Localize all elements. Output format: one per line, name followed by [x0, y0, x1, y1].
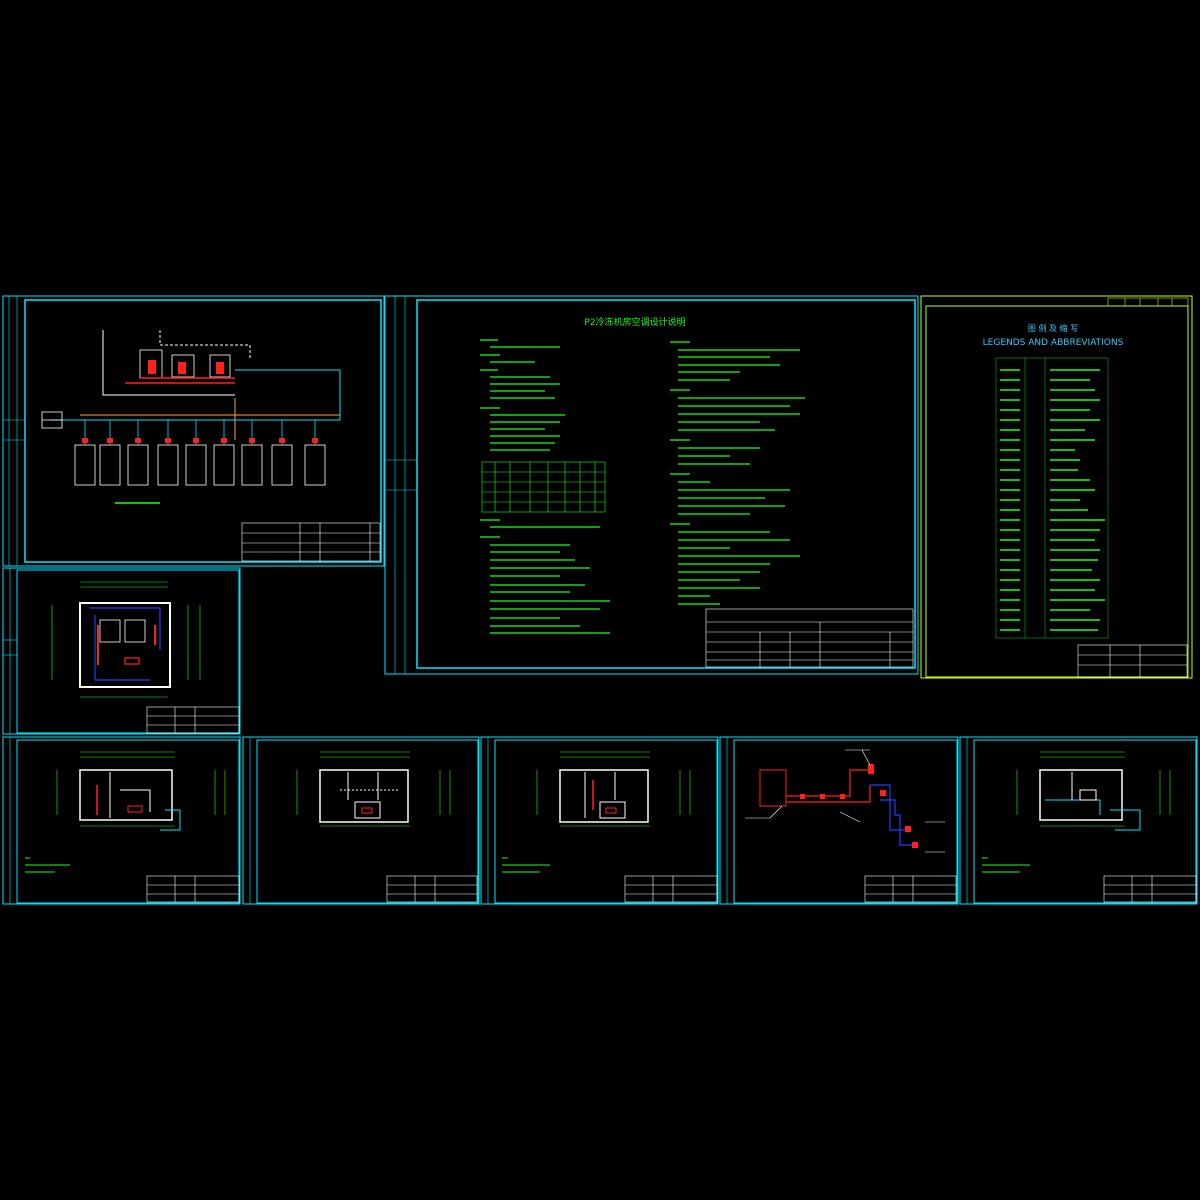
binding-strip: [385, 296, 417, 674]
plan-dimensions: [536, 751, 691, 827]
valves: [82, 438, 318, 443]
notes-left-column-lower: [480, 519, 610, 634]
revision-strip: [1107, 297, 1189, 307]
plan-dimensions: [296, 751, 451, 827]
room-outline: [79, 602, 171, 688]
plan-piping: [340, 772, 400, 819]
binding-strip: [3, 568, 17, 734]
room-outline: [1039, 769, 1123, 821]
sheet-design-notes[interactable]: P2冷冻机房空调设计说明: [384, 295, 919, 675]
notes: [502, 857, 550, 873]
title-block: [146, 706, 240, 734]
leader-lines: [745, 749, 945, 853]
notes: [982, 857, 1030, 873]
plan-piping: [584, 772, 626, 819]
title-block: [624, 875, 718, 903]
sheet-piping-isometric[interactable]: [719, 736, 959, 905]
title-block: [146, 875, 240, 903]
notes: [25, 857, 70, 873]
plan-piping: [90, 607, 161, 681]
chiller-unit: [759, 769, 787, 807]
fittings: [800, 764, 918, 848]
plan-piping: [1045, 772, 1141, 831]
title-block: [1077, 644, 1188, 678]
sheet-machine-room-plan[interactable]: [2, 567, 241, 735]
legend-title-cn: 图 例 及 缩 写: [1028, 323, 1078, 333]
binding-strip: [3, 296, 25, 566]
room-outline: [319, 769, 409, 823]
sheet-plan-a[interactable]: [2, 736, 241, 905]
title-block: [386, 875, 478, 903]
design-notes-title: P2冷冻机房空调设计说明: [584, 316, 685, 328]
room-outline: [79, 769, 173, 821]
chiller-plant-equipment: [139, 349, 231, 379]
sheet-legend[interactable]: 图 例 及 缩 写 LEGENDS AND ABBREVIATIONS: [920, 295, 1193, 679]
air-handling-units: [74, 444, 326, 486]
title-block: [241, 522, 381, 562]
plan-dimensions: [1016, 751, 1171, 827]
room-outline: [559, 769, 649, 823]
sheet-plan-d[interactable]: [959, 736, 1198, 905]
cooling-tower: [41, 411, 63, 429]
return-pipes: [870, 784, 915, 846]
notes-right-column: [670, 341, 805, 605]
legend-title-en: LEGENDS AND ABBREVIATIONS: [983, 338, 1124, 348]
supply-pipes: [50, 330, 341, 440]
plan-piping: [96, 772, 181, 831]
sheet-system-schematic[interactable]: [2, 295, 385, 567]
notes-left-column: [480, 339, 565, 451]
equipment-schedule-table: [481, 461, 606, 513]
plan-dimensions: [56, 751, 226, 827]
title-block: [705, 608, 914, 668]
legend-table-grid: [995, 357, 1109, 639]
sheet-plan-b[interactable]: [242, 736, 480, 905]
sheet-plan-c[interactable]: [480, 736, 719, 905]
plan-dimensions: [51, 581, 201, 698]
legend-table-rows: [1000, 369, 1105, 631]
supply-pipes: [786, 769, 871, 803]
title-block: [864, 875, 957, 903]
title-block: [1103, 875, 1197, 903]
